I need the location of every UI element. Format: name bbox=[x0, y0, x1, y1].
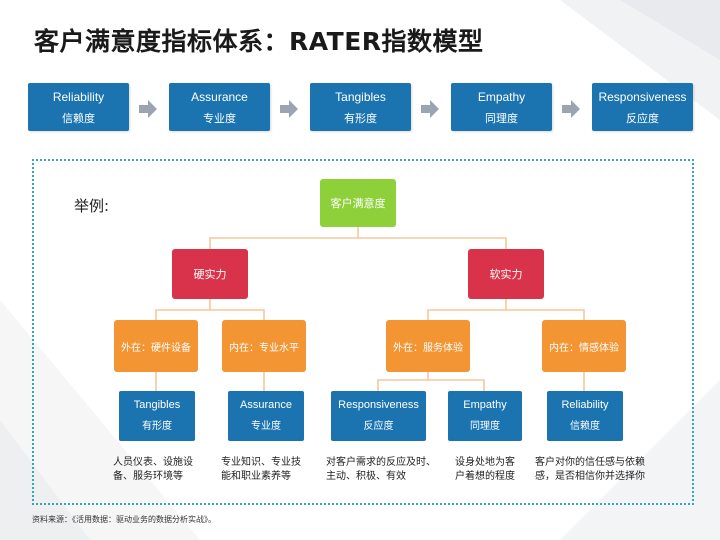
node-soft-power: 软实力 bbox=[468, 249, 544, 299]
node-customer-satisfaction: 客户满意度 bbox=[320, 179, 396, 227]
node-internal-emotion: 内在：情感体验 bbox=[542, 320, 626, 372]
right-arrow-icon bbox=[139, 100, 157, 118]
desc-line: 对客户需求的反应及时、 bbox=[326, 457, 436, 468]
desc-empathy: 设身处地为客 户着想的程度 bbox=[455, 456, 515, 484]
desc-assurance: 专业知识、专业技 能和职业素养等 bbox=[221, 456, 301, 484]
rater-box-tangibles: Tangibles 有形度 bbox=[310, 83, 411, 131]
leaf-zh: 信赖度 bbox=[570, 421, 600, 432]
rater-box-zh: 有形度 bbox=[344, 112, 377, 125]
desc-line: 户着想的程度 bbox=[455, 471, 515, 482]
leaf-tangibles: Tangibles 有形度 bbox=[119, 391, 195, 441]
rater-box-assurance: Assurance 专业度 bbox=[169, 83, 270, 131]
desc-line: 人员仪表、设施设 bbox=[113, 457, 193, 468]
example-frame bbox=[32, 159, 694, 505]
desc-line: 能和职业素养等 bbox=[221, 471, 291, 482]
desc-responsiveness: 对客户需求的反应及时、 主动、积极、有效 bbox=[326, 456, 436, 484]
example-label: 举例: bbox=[74, 197, 110, 215]
rater-box-en: Assurance bbox=[191, 90, 248, 104]
source-citation: 资料来源：《活用数据：驱动业务的数据分析实战》。 bbox=[32, 515, 216, 524]
leaf-zh: 同理度 bbox=[470, 421, 500, 432]
right-arrow-icon bbox=[421, 100, 439, 118]
rater-box-zh: 反应度 bbox=[626, 112, 659, 125]
node-external-hardware: 外在：硬件设备 bbox=[114, 320, 198, 372]
desc-line: 设身处地为客 bbox=[455, 457, 515, 468]
rater-box-en: Empathy bbox=[477, 90, 526, 104]
node-internal-expertise: 内在：专业水平 bbox=[222, 320, 306, 372]
node-hard-power: 硬实力 bbox=[172, 249, 248, 299]
leaf-zh: 反应度 bbox=[363, 421, 394, 432]
rater-box-zh: 专业度 bbox=[203, 112, 236, 125]
desc-line: 客户对你的信任感与依赖 bbox=[535, 457, 645, 468]
desc-line: 感，是否相信你并选择你 bbox=[535, 471, 645, 482]
rater-box-reliability: Reliability 信赖度 bbox=[28, 83, 129, 131]
rater-box-zh: 信赖度 bbox=[62, 112, 95, 125]
leaf-en: Empathy bbox=[463, 399, 507, 411]
leaf-empathy: Empathy 同理度 bbox=[448, 391, 522, 441]
leaf-en: Reliability bbox=[561, 399, 609, 411]
rater-box-en: Reliability bbox=[52, 90, 105, 104]
leaf-en: Responsiveness bbox=[338, 399, 419, 411]
leaf-responsiveness: Responsiveness 反应度 bbox=[331, 391, 426, 441]
rater-box-empathy: Empathy 同理度 bbox=[451, 83, 552, 131]
leaf-en: Assurance bbox=[240, 399, 292, 411]
rater-box-en: Responsiveness bbox=[598, 90, 687, 104]
desc-tangibles: 人员仪表、设施设 备、服务环境等 bbox=[113, 456, 193, 484]
node-external-service: 外在：服务体验 bbox=[386, 320, 470, 372]
desc-line: 专业知识、专业技 bbox=[221, 457, 301, 468]
leaf-zh: 有形度 bbox=[142, 421, 172, 432]
leaf-zh: 专业度 bbox=[251, 421, 281, 432]
desc-reliability: 客户对你的信任感与依赖 感，是否相信你并选择你 bbox=[535, 456, 645, 484]
rater-box-zh: 同理度 bbox=[485, 112, 518, 125]
leaf-assurance: Assurance 专业度 bbox=[228, 391, 304, 441]
leaf-en: Tangibles bbox=[133, 399, 181, 411]
right-arrow-icon bbox=[280, 100, 298, 118]
rater-box-en: Tangibles bbox=[335, 90, 386, 104]
right-arrow-icon bbox=[562, 100, 580, 118]
desc-line: 备、服务环境等 bbox=[113, 471, 183, 482]
desc-line: 主动、积极、有效 bbox=[326, 471, 406, 482]
leaf-reliability: Reliability 信赖度 bbox=[547, 391, 623, 441]
rater-box-responsiveness: Responsiveness 反应度 bbox=[592, 83, 693, 131]
page-title: 客户满意度指标体系：RATER指数模型 bbox=[34, 27, 484, 56]
